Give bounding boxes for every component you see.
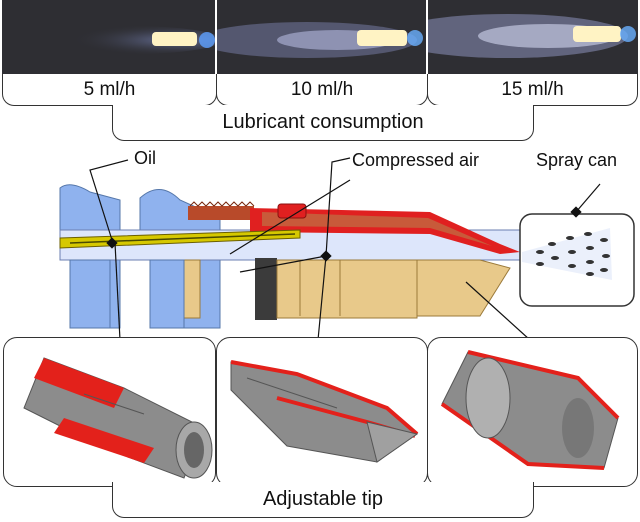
tip-panel-cap [427,337,638,487]
nozzle-cross-section [59,157,635,340]
air-cap [277,203,307,219]
lubricant-consumption-label: Lubricant consumption [112,105,534,141]
tan-body-2 [276,259,418,319]
spray-photo-15 [428,0,638,74]
tan-tip [416,259,511,317]
rate-label-5: 5 ml/h [2,74,217,106]
spray-can-callout: Spray can [536,150,618,170]
housing-left-base [69,259,111,329]
compressed-air-callout: Compressed air [352,150,480,170]
rate-label-10: 10 ml/h [216,74,428,106]
spray-droplets [536,232,610,276]
spray-photo-5 [2,0,215,74]
tip-panel-cone [216,337,428,487]
adjustable-tip-label: Adjustable tip [112,482,534,518]
rate-label-15: 15 ml/h [427,74,638,106]
threaded-ring [188,206,254,220]
housing-mid-base [149,259,185,329]
oil-callout: Oil [134,148,156,168]
tan-threads [255,258,277,320]
spray-photo-10 [217,0,426,74]
tip-panel-sleeve [3,337,216,487]
